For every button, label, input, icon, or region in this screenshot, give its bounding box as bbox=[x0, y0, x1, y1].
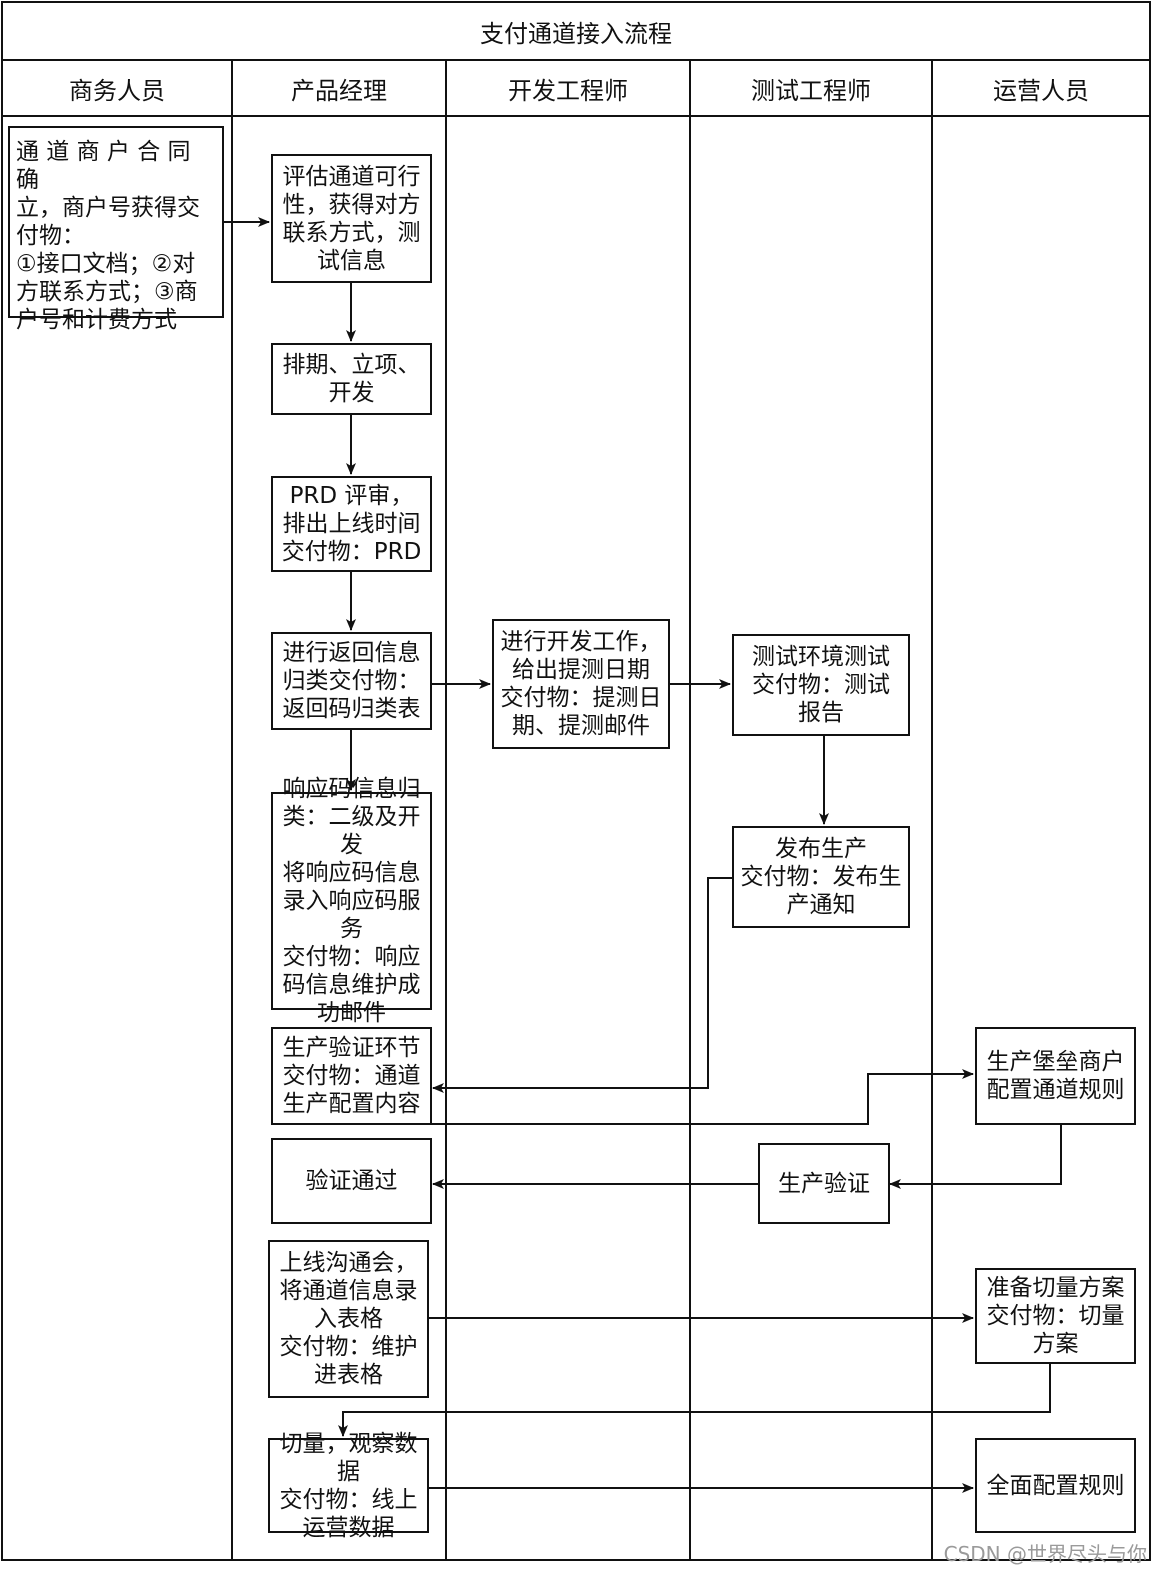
node-cutover-plan: 准备切量方案 交付物：切量 方案 bbox=[975, 1268, 1136, 1364]
node-contract: 通 道 商 户 合 同 确 立，商户号获得交 付物： ①接口文档；②对 方联系方… bbox=[8, 126, 224, 333]
node-release: 发布生产 交付物：发布生 产通知 bbox=[732, 826, 910, 928]
arrow-fortress-to-prod-verify bbox=[889, 1124, 1062, 1189]
lane-header-product-manager: 产品经理 bbox=[291, 76, 387, 105]
lane-header-business: 商务人员 bbox=[69, 76, 165, 105]
lane-header-tester: 测试工程师 bbox=[751, 76, 871, 105]
node-schedule: 排期、立项、 开发 bbox=[271, 343, 432, 415]
node-launch-meeting: 上线沟通会， 将通道信息录 入表格 交付物：维护 进表格 bbox=[268, 1240, 429, 1398]
node-prd-review: PRD 评审， 排出上线时间 交付物：PRD bbox=[271, 476, 432, 572]
node-fortress-config: 生产堡垒商户 配置通道规则 bbox=[975, 1027, 1136, 1125]
watermark: CSDN @世界尽头与你 bbox=[943, 1542, 1147, 1566]
node-production-verify: 生产验证 bbox=[758, 1143, 890, 1224]
node-cutover: 切量，观察数据 交付物：线上 运营数据 bbox=[268, 1431, 429, 1541]
diagram-title: 支付通道接入流程 bbox=[480, 19, 672, 48]
arrow-plan-to-cutover bbox=[338, 1364, 1051, 1437]
arrow-stage-to-fortress bbox=[272, 1069, 974, 1125]
node-evaluate: 评估通道可行 性，获得对方 联系方式，测 试信息 bbox=[271, 154, 432, 283]
node-development: 进行开发工作， 给出提测日期 交付物：提测日 期、提测邮件 bbox=[492, 619, 670, 749]
node-verify-pass: 验证通过 bbox=[271, 1138, 432, 1224]
lane-header-developer: 开发工程师 bbox=[508, 76, 628, 105]
lane-header-operations: 运营人员 bbox=[993, 76, 1089, 105]
node-test-environment: 测试环境测试 交付物：测试 报告 bbox=[732, 634, 910, 736]
node-response-code: 响应码信息归 类：二级及开发 将响应码信息 录入响应码服务 交付物：响应 码信息… bbox=[271, 776, 432, 1026]
arrow-release-to-prod-verify-stage bbox=[432, 877, 732, 1093]
node-production-verify-stage: 生产验证环节 交付物：通道 生产配置内容 bbox=[271, 1027, 432, 1125]
node-full-config: 全面配置规则 bbox=[975, 1438, 1136, 1533]
node-classify-return-info: 进行返回信息 归类交付物： 返回码归类表 bbox=[271, 632, 432, 730]
